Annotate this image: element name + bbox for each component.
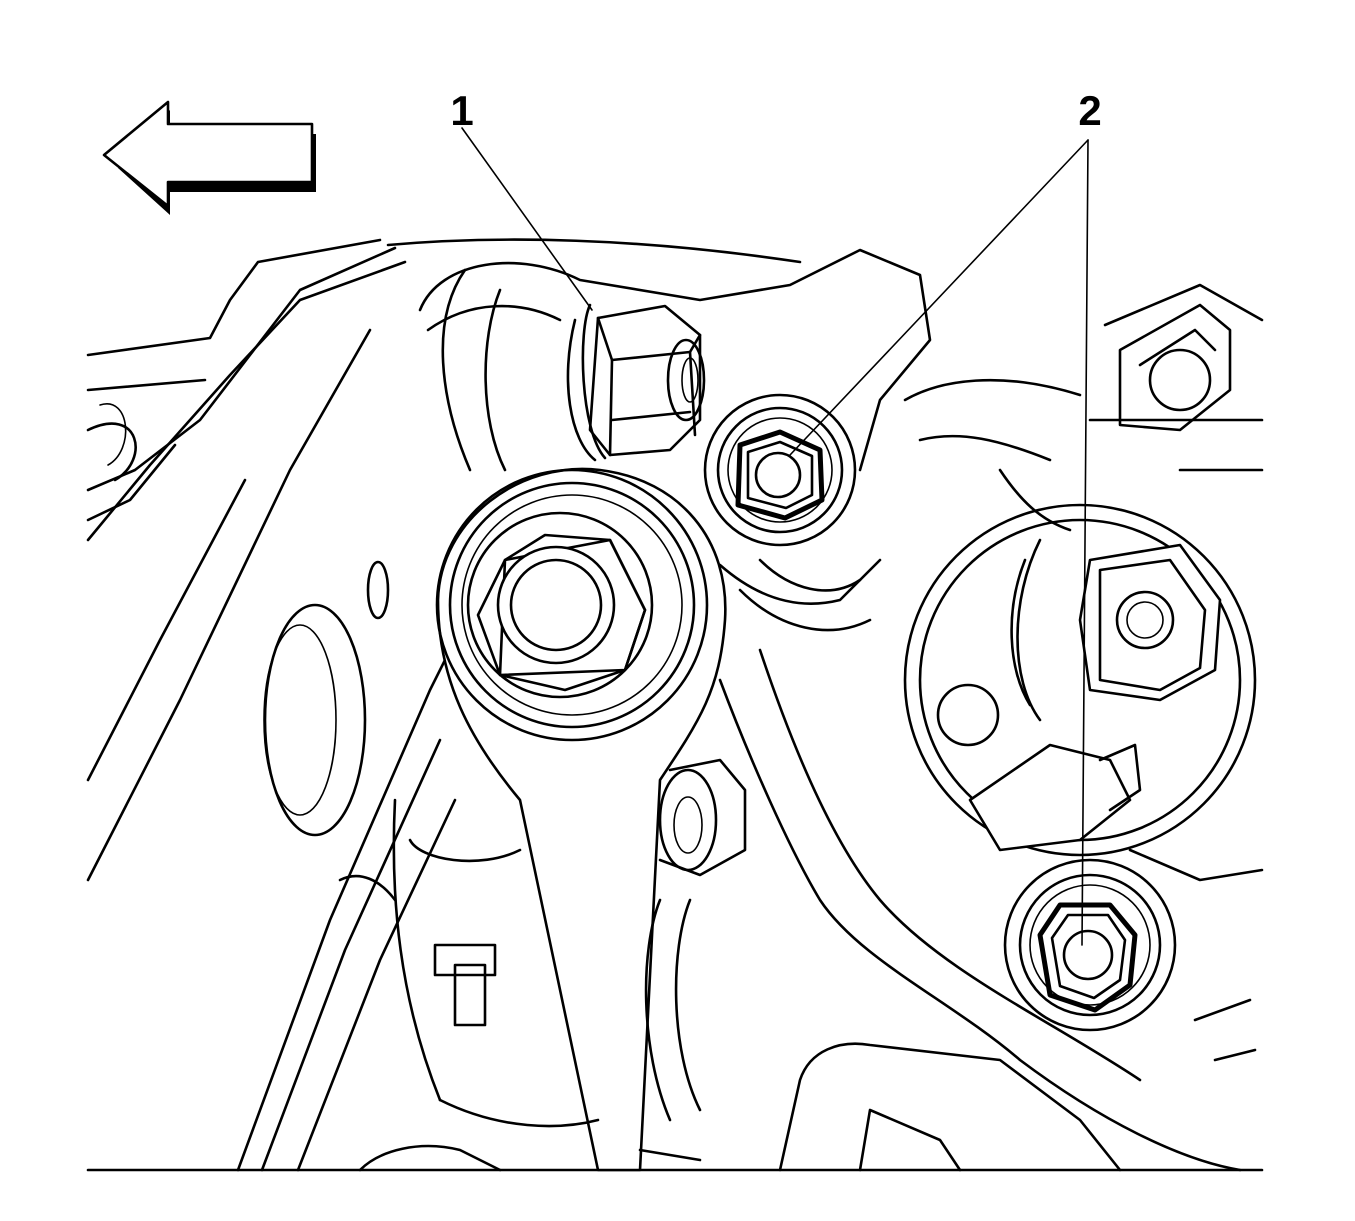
nut-2-upper: [703, 393, 857, 547]
bracket: [418, 248, 932, 632]
lower-bracket: [718, 648, 1264, 1172]
nut-1: [566, 303, 706, 462]
arrow-left-icon: [102, 100, 316, 215]
callout-2: 2: [1078, 87, 1101, 134]
housing-opening: [263, 560, 390, 837]
leader-lines: [461, 127, 1089, 946]
lower-stud: [638, 758, 747, 1162]
large-pulley: [435, 467, 727, 1172]
tensioner: [903, 503, 1257, 857]
callout-1: 1: [450, 87, 473, 134]
nut-2-lower: [1003, 858, 1177, 1032]
upper-right-bolt: [903, 283, 1264, 532]
lower-left-components: [338, 798, 600, 1172]
